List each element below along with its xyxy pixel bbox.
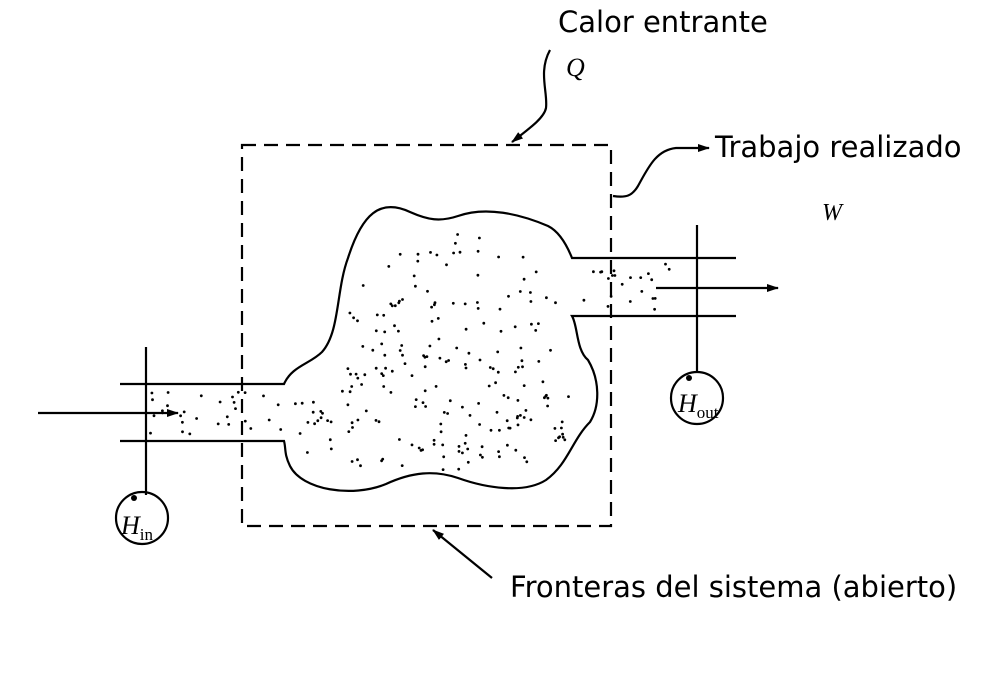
inlet-enthalpy-dot (131, 495, 137, 501)
fluid-particles (149, 233, 671, 471)
fluid-volume (120, 206, 736, 492)
inlet-enthalpy-circle (114, 490, 170, 546)
system-boundary (240, 143, 613, 528)
outlet-enthalpy-circle (669, 370, 725, 426)
inlet-enthalpy-symbol: H (120, 511, 141, 540)
work-symbol: W (822, 200, 844, 226)
heat-in-label: Calor entrante (558, 5, 768, 39)
outlet-enthalpy-dot (686, 375, 692, 381)
inlet-enthalpy-subscript: in (140, 525, 154, 544)
heat-symbol: Q (566, 53, 585, 82)
svg-text:Hin: Hin (120, 511, 154, 544)
svg-text:Hout: Hout (677, 389, 719, 422)
work-arrow (612, 144, 710, 198)
boundary-label: Fronteras del sistema (abierto) (510, 570, 957, 604)
boundary-arrow (432, 529, 493, 579)
outlet-enthalpy-subscript: out (697, 403, 719, 422)
work-done-label: Trabajo realizado (714, 130, 962, 164)
outlet-enthalpy-symbol: H (677, 389, 698, 418)
heat-arrow (511, 49, 551, 143)
